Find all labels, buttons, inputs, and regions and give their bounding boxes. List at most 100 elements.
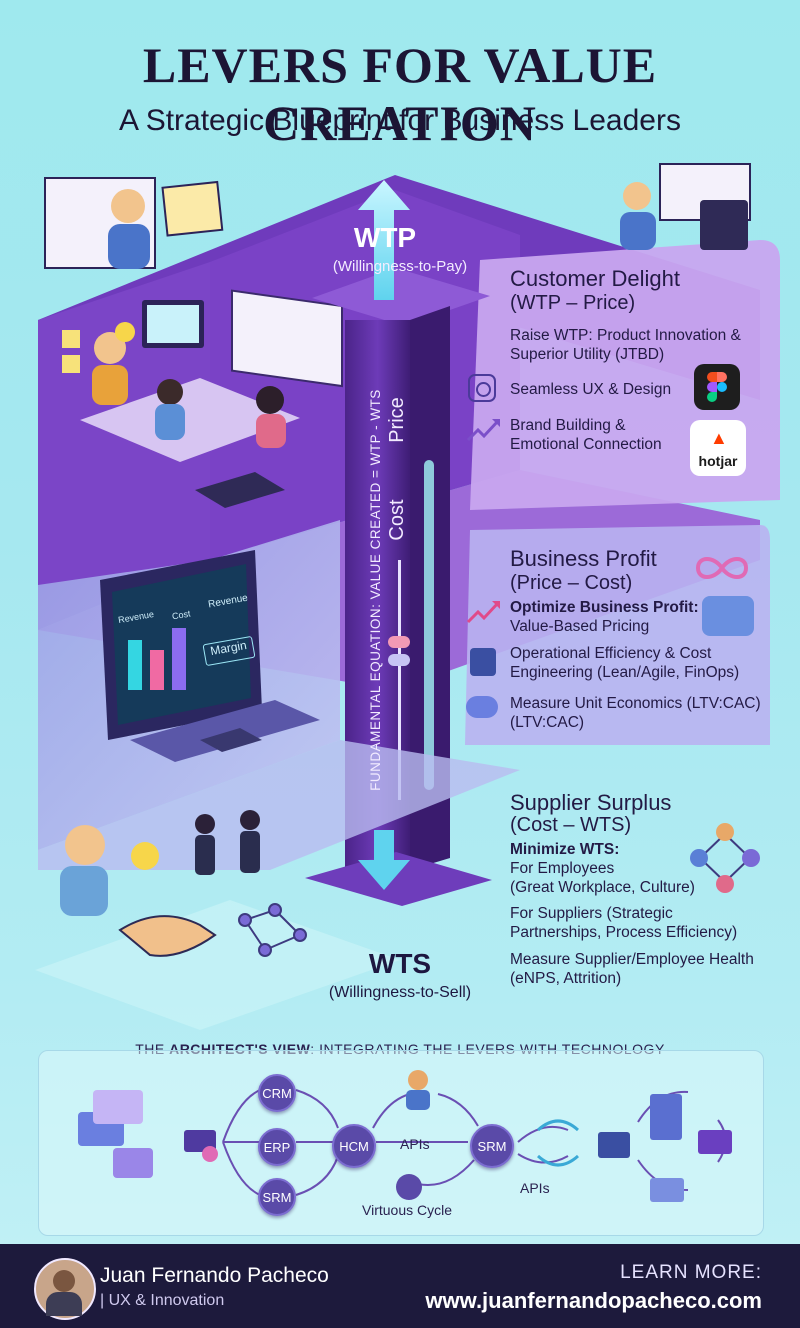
author-name: Juan Fernando Pacheco <box>100 1264 329 1287</box>
profit-arrow-icon <box>466 601 500 624</box>
supplier-item-employees: Minimize WTS: For Employees (Great Workp… <box>510 840 695 897</box>
wts-label: WTS <box>368 948 432 979</box>
cycle-icon <box>396 1174 422 1200</box>
tablet-top <box>195 472 285 508</box>
bottom-floor-tile <box>35 900 400 1030</box>
cost-label: Cost <box>386 499 408 541</box>
customer-item-brand-line1: Brand Building & <box>510 417 626 434</box>
sync-arrows-icon <box>536 1119 580 1167</box>
supplier-item-employees-line3: (Great Workplace, Culture) <box>510 879 695 896</box>
infinity-icon <box>695 557 749 579</box>
wtp-label: WTP <box>353 222 417 253</box>
srm2-node: SRM <box>470 1124 514 1168</box>
business-item-pricing-line1: Optimize Business Profit: <box>510 599 699 616</box>
business-panel-bg <box>465 525 770 745</box>
slider-thumb-top <box>388 636 410 648</box>
person-top-2 <box>157 379 183 405</box>
cost-line <box>398 560 401 800</box>
growth-arrow-icon <box>466 419 500 442</box>
supplier-item-health-line2: (eNPS, Attrition) <box>510 970 622 987</box>
person-top-3 <box>256 386 284 414</box>
supplier-item-suppliers: For Suppliers (Strategic Partnerships, P… <box>510 904 737 942</box>
people-network-icon <box>690 823 760 893</box>
keyboard <box>130 700 320 762</box>
price-label: Price <box>386 397 408 443</box>
supplier-subtitle: (Cost – WTS) <box>510 814 632 836</box>
customer-item-innovation-line2: Superior Utility (JTBD) <box>510 346 665 363</box>
wtp-sublabel: (Willingness-to-Pay) <box>332 258 468 275</box>
server-box <box>200 728 262 752</box>
fire-icon: ▲ <box>710 428 728 448</box>
business-item-efficiency: Operational Efficiency & Cost Engineerin… <box>510 644 739 682</box>
admin-user-icon <box>406 1070 430 1110</box>
supplier-item-health: Measure Supplier/Employee Health (eNPS, … <box>510 950 754 988</box>
business-title: Business Profit <box>510 546 657 571</box>
equation-text: FUNDAMENTAL EQUATION: VALUE CREATED = WT… <box>368 389 383 791</box>
data-servers-icon <box>598 1094 732 1202</box>
top-room-left-wall <box>38 262 210 630</box>
crm-node: CRM <box>258 1074 296 1112</box>
supplier-item-suppliers-line1: For Suppliers (Strategic <box>510 905 673 922</box>
business-item-efficiency-line1: Operational Efficiency & Cost <box>510 645 712 662</box>
business-item-pricing: Optimize Business Profit: Value-Based Pr… <box>510 598 699 636</box>
design-icon <box>468 374 496 402</box>
stack-icon <box>184 1130 218 1162</box>
pillar-front <box>345 320 410 870</box>
srm-node: SRM <box>258 1178 296 1216</box>
supplier-item-employees-line2: For Employees <box>510 860 615 877</box>
hcm-node: HCM <box>332 1124 376 1168</box>
customer-item-innovation-line1: Raise WTP: Product Innovation & <box>510 327 741 344</box>
top-room-back-wall <box>38 175 760 410</box>
customer-item-ux: Seamless UX & Design <box>510 381 672 398</box>
business-item-economics-line2: (LTV:CAC) <box>510 714 585 731</box>
smiley-bottom-icon <box>131 842 159 870</box>
apis-label: APIs <box>400 1136 430 1152</box>
business-item-pricing-line2: Value-Based Pricing <box>510 618 650 635</box>
person-top-1 <box>94 332 126 364</box>
person-bottom-3 <box>240 810 260 830</box>
person-bottom-1 <box>65 825 105 865</box>
business-subtitle: (Price – Cost) <box>510 572 633 594</box>
page-title: LEVERS FOR VALUE CREATION <box>142 37 658 151</box>
business-item-efficiency-line2: Engineering (Lean/Agile, FinOps) <box>510 664 740 681</box>
business-item-economics-line1: Measure Unit Economics (LTV:CAC) <box>510 695 761 712</box>
author-role: | UX & Innovation <box>100 1292 225 1309</box>
erp-node: ERP <box>258 1128 296 1166</box>
person-bottom-2 <box>195 814 215 834</box>
smiley-icon <box>115 322 135 342</box>
avatar <box>34 1258 96 1320</box>
apis2-label: APIs <box>520 1180 550 1196</box>
network-bottom-icon <box>238 903 307 957</box>
database-icon <box>470 648 496 676</box>
supplier-title: Supplier Surplus <box>510 790 672 815</box>
wtp-up-arrow <box>358 180 410 300</box>
handshake-icon <box>118 915 217 957</box>
lower-room-floor <box>38 740 520 870</box>
pillar-bottom-cap <box>305 852 492 906</box>
customer-item-innovation: Raise WTP: Product Innovation & Superior… <box>510 326 741 364</box>
supplier-item-suppliers-line2: Partnerships, Process Efficiency) <box>510 924 738 941</box>
cloud-icon <box>466 696 498 718</box>
supplier-item-employees-line1: Minimize WTS: <box>510 841 620 858</box>
customer-subtitle: (WTP – Price) <box>510 292 636 314</box>
wts-down-arrow <box>358 830 410 890</box>
hotjar-logo: ▲ hotjar <box>690 420 746 476</box>
learn-more-label: LEARN MORE: <box>620 1262 762 1283</box>
whiteboard <box>231 289 343 388</box>
slider-thumb-bottom <box>388 654 410 666</box>
hotjar-logo-text: hotjar <box>698 453 738 469</box>
supplier-item-health-line1: Measure Supplier/Employee Health <box>510 951 754 968</box>
footer: Juan Fernando Pacheco | UX & Innovation … <box>0 1244 800 1328</box>
wts-sublabel: (Willingness-to-Sell) <box>328 984 472 1001</box>
tools-icon <box>78 1090 153 1178</box>
customer-title: Customer Delight <box>510 266 680 291</box>
architect-flow-diagram <box>78 1070 732 1202</box>
website-link[interactable]: www.juanfernandopacheco.com <box>425 1288 762 1313</box>
person-top-left <box>111 189 145 223</box>
cloud-server-icon <box>702 596 754 636</box>
page-subtitle: A Strategic Blueprint for Business Leade… <box>119 104 681 137</box>
price-bar <box>424 460 434 790</box>
customer-item-brand: Brand Building & Emotional Connection <box>510 416 662 454</box>
figma-logo-icon <box>694 364 740 410</box>
